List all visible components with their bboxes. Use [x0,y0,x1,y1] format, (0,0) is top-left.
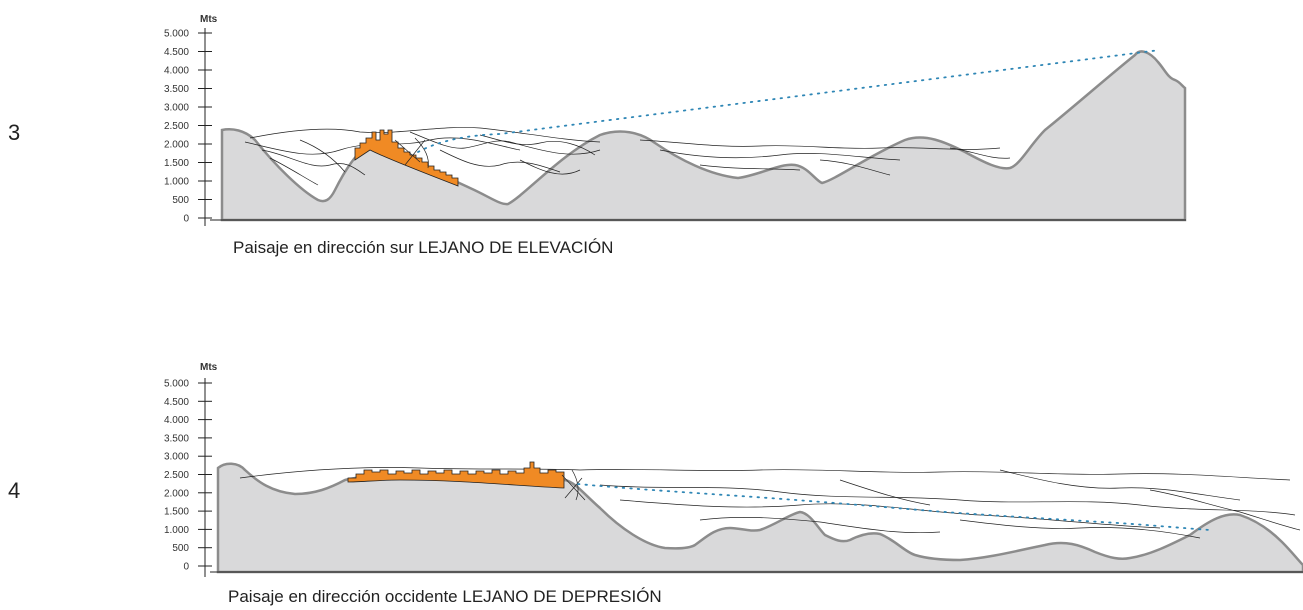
y-tick-label: 1.500 [164,507,189,518]
profile-3-sight-line [417,49,1161,153]
profile-3-unit-label: Mts [200,14,218,25]
profile-4-city-silhouette [347,461,565,489]
y-tick-label: 3.000 [164,452,189,463]
profile-4: 4 Mts 5.000 4.500 4.000 3.500 3.000 2.500 2.00… [8,362,1303,606]
y-tick-label: 500 [172,195,189,206]
y-tick-label: 5.000 [164,29,189,40]
profile-4-y-axis: Mts 5.000 4.500 4.000 3.500 3.000 2.500 2.000 1… [164,362,218,577]
profile-4-sight-line [577,483,1211,531]
y-tick-label: 0 [183,562,189,573]
profile-3-caption: Paisaje en dirección sur LEJANO DE ELEVA… [233,238,613,257]
y-tick-label: 3.500 [164,433,189,444]
profile-3-terrain [220,50,1187,222]
y-tick-label: 2.000 [164,488,189,499]
profile-3-y-axis: Mts 5.000 4.500 4.000 3.500 3.000 2.500 2.000 1… [164,14,218,226]
profile-4-viewpoint-marker [561,469,586,501]
profile-4-number: 4 [8,478,20,503]
profile-4-caption: Paisaje en dirección occidente LEJANO DE… [228,587,662,606]
y-tick-label: 1.000 [164,525,189,536]
y-tick-label: 3.500 [164,84,189,95]
profile-3-tick-group: 5.000 4.500 4.000 3.500 3.000 2.500 2.000 1.500… [164,29,212,225]
profile-4-tick-group: 5.000 4.500 4.000 3.500 3.000 2.500 2.000 1.500… [164,379,212,573]
y-tick-label: 1.000 [164,177,189,188]
y-tick-label: 5.000 [164,379,189,390]
profile-3: 3 Mts 5.000 4.500 4.000 3.500 3.000 2.500 2.00… [8,14,1187,257]
profile-3-number: 3 [8,120,20,145]
profile-3-viewpoint-marker [394,137,429,169]
y-tick-label: 2.000 [164,140,189,151]
y-tick-label: 4.000 [164,415,189,426]
profile-3-city-silhouette [354,129,459,187]
y-tick-label: 2.500 [164,121,189,132]
profile-4-ridge-lines [239,467,1301,539]
y-tick-label: 2.500 [164,470,189,481]
y-tick-label: 4.000 [164,66,189,77]
profile-4-unit-label: Mts [200,362,218,373]
y-tick-label: 500 [172,543,189,554]
profile-3-ridge-lines [244,127,1011,186]
y-tick-label: 4.500 [164,397,189,408]
y-tick-label: 4.500 [164,47,189,58]
y-tick-label: 1.500 [164,158,189,169]
y-tick-label: 0 [183,214,189,225]
y-tick-label: 3.000 [164,103,189,114]
